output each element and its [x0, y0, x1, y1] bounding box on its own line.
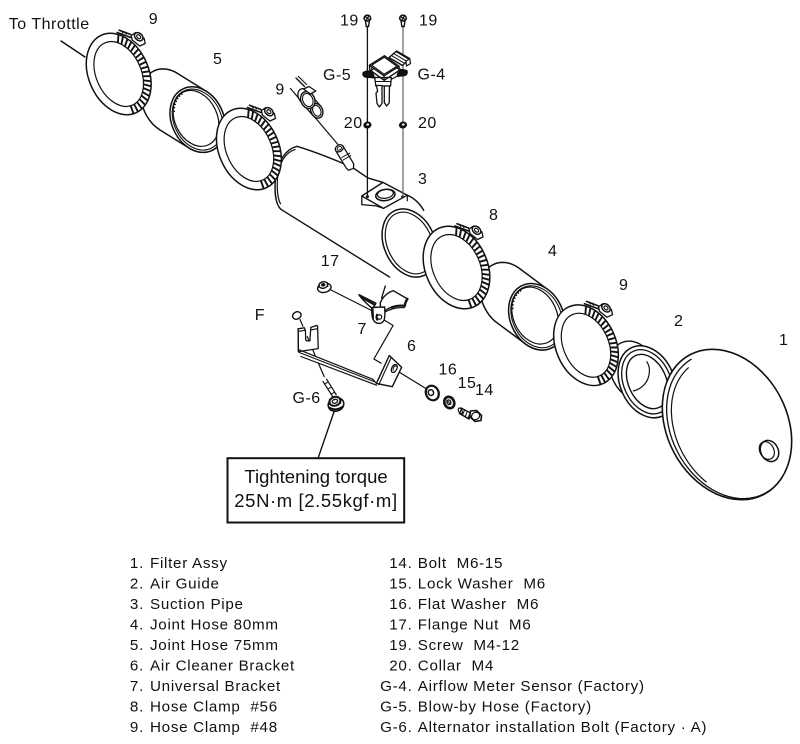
- svg-text:Lock Washer M6: Lock Washer M6: [418, 576, 546, 593]
- svg-text:Joint Hose 80mm: Joint Hose 80mm: [150, 617, 279, 634]
- svg-text:9: 9: [149, 11, 158, 28]
- svg-text:6.: 6.: [130, 658, 144, 675]
- svg-text:17: 17: [321, 253, 340, 270]
- svg-text:14: 14: [475, 382, 494, 399]
- svg-text:9.: 9.: [130, 719, 144, 736]
- svg-text:G-4: G-4: [418, 67, 446, 84]
- svg-text:7: 7: [358, 321, 367, 338]
- svg-text:Airflow Meter Sensor (Factory): Airflow Meter Sensor (Factory): [418, 678, 645, 695]
- svg-text:2: 2: [674, 313, 683, 330]
- svg-text:2.: 2.: [130, 576, 144, 593]
- svg-text:16.: 16.: [389, 596, 412, 613]
- svg-text:Universal Bracket: Universal Bracket: [150, 678, 281, 695]
- svg-text:Flat Washer M6: Flat Washer M6: [418, 596, 539, 613]
- svg-text:7.: 7.: [130, 678, 144, 695]
- svg-text:Suction Pipe: Suction Pipe: [150, 596, 244, 613]
- svg-text:G-4.: G-4.: [380, 678, 412, 695]
- svg-text:8.: 8.: [130, 699, 144, 716]
- svg-text:19: 19: [419, 13, 438, 30]
- svg-text:14.: 14.: [389, 555, 412, 572]
- svg-text:20: 20: [344, 115, 363, 132]
- svg-text:4: 4: [548, 243, 557, 260]
- svg-text:Joint Hose 75mm: Joint Hose 75mm: [150, 637, 279, 654]
- svg-text:Blow-by Hose (Factory): Blow-by Hose (Factory): [418, 699, 592, 716]
- svg-text:17.: 17.: [389, 617, 412, 634]
- svg-text:Bolt M6-15: Bolt M6-15: [418, 555, 503, 572]
- svg-text:5: 5: [213, 51, 222, 68]
- svg-text:19.: 19.: [389, 637, 412, 654]
- svg-text:9: 9: [275, 81, 284, 98]
- svg-text:19: 19: [340, 13, 359, 30]
- svg-text:6: 6: [407, 338, 416, 355]
- svg-text:Hose Clamp #48: Hose Clamp #48: [150, 719, 278, 736]
- svg-text:8: 8: [489, 207, 498, 224]
- svg-text:Filter Assy: Filter Assy: [150, 555, 228, 572]
- svg-text:Tightening torque: Tightening torque: [244, 466, 387, 487]
- svg-text:4.: 4.: [130, 617, 144, 634]
- svg-text:3.: 3.: [130, 596, 144, 613]
- svg-text:15.: 15.: [389, 576, 412, 593]
- svg-text:Air Cleaner Bracket: Air Cleaner Bracket: [150, 658, 295, 675]
- svg-text:Screw M4-12: Screw M4-12: [418, 637, 520, 654]
- svg-text:1: 1: [779, 332, 788, 349]
- svg-text:G-6.: G-6.: [380, 719, 412, 736]
- svg-text:To Throttle: To Throttle: [9, 16, 90, 33]
- svg-text:G-6: G-6: [293, 390, 321, 407]
- svg-text:16: 16: [439, 362, 458, 379]
- svg-text:15: 15: [458, 375, 477, 392]
- svg-text:G-5.: G-5.: [380, 699, 412, 716]
- svg-text:20: 20: [418, 115, 437, 132]
- svg-text:Hose Clamp #56: Hose Clamp #56: [150, 699, 278, 716]
- svg-text:F: F: [255, 307, 265, 324]
- svg-text:9: 9: [619, 277, 628, 294]
- svg-text:G-5: G-5: [323, 67, 351, 84]
- svg-text:25N·m [2.55kgf·m]: 25N·m [2.55kgf·m]: [234, 490, 397, 511]
- svg-text:5.: 5.: [130, 637, 144, 654]
- svg-text:Collar M4: Collar M4: [418, 658, 494, 675]
- svg-text:20.: 20.: [389, 658, 412, 675]
- svg-text:1.: 1.: [130, 555, 144, 572]
- svg-text:Flange Nut M6: Flange Nut M6: [418, 617, 532, 634]
- svg-text:3: 3: [418, 171, 427, 188]
- svg-text:Alternator installation Bolt (: Alternator installation Bolt (Factory · …: [418, 719, 707, 736]
- svg-text:Air Guide: Air Guide: [150, 576, 220, 593]
